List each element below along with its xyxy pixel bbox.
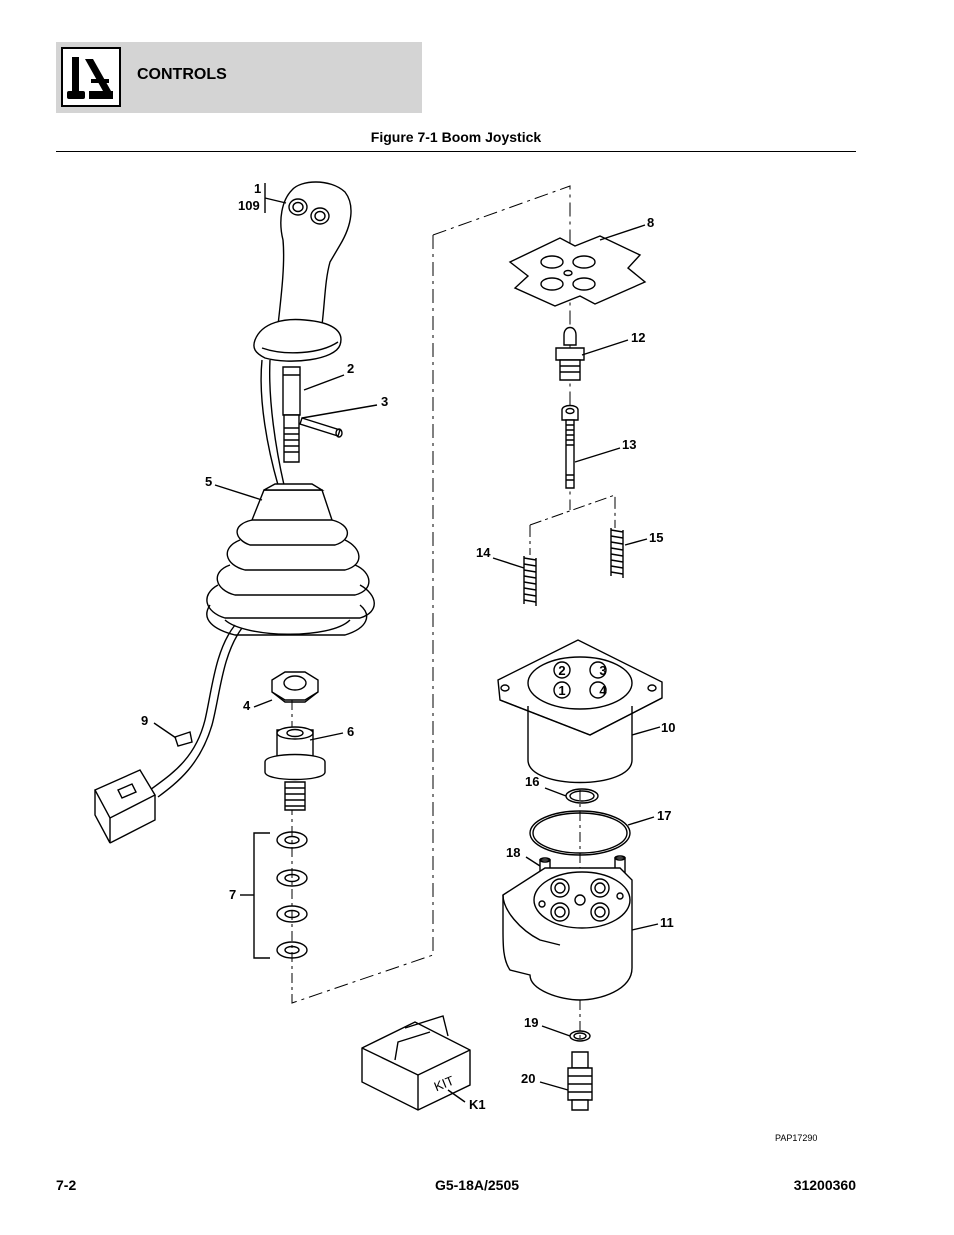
callout-9: 9 xyxy=(141,713,148,728)
callout-19: 19 xyxy=(524,1015,538,1030)
callout-12: 12 xyxy=(631,330,645,345)
joystick-control-icon xyxy=(61,47,121,107)
kit-box-label: KIT xyxy=(432,1073,456,1095)
port-number-3: 3 xyxy=(599,663,606,678)
callout-5: 5 xyxy=(205,474,212,489)
callout-k1: K1 xyxy=(469,1097,486,1112)
callout-18: 18 xyxy=(506,845,520,860)
callout-13: 13 xyxy=(622,437,636,452)
callout-11: 11 xyxy=(660,915,674,930)
title-divider xyxy=(56,151,856,152)
callout-6: 6 xyxy=(347,724,354,739)
port-number-1: 1 xyxy=(558,683,565,698)
callout-2: 2 xyxy=(347,361,354,376)
callout-109: 109 xyxy=(238,198,260,213)
callout-3: 3 xyxy=(381,394,388,409)
model-number: G5-18A/2505 xyxy=(434,1177,520,1193)
drawing-code: PAP17290 xyxy=(775,1133,817,1143)
callout-4: 4 xyxy=(243,698,251,713)
callout-8: 8 xyxy=(647,215,654,230)
port-number-2: 2 xyxy=(558,663,565,678)
port-number-4: 4 xyxy=(599,683,607,698)
callout-16: 16 xyxy=(525,774,539,789)
callout-7: 7 xyxy=(229,887,236,902)
callout-1: 1 xyxy=(254,181,261,196)
callout-10: 10 xyxy=(661,720,675,735)
callout-15: 15 xyxy=(649,530,663,545)
section-title: CONTROLS xyxy=(137,66,227,83)
callout-14: 14 xyxy=(476,545,491,560)
callout-20: 20 xyxy=(521,1071,535,1086)
document-number: 31200360 xyxy=(793,1177,856,1193)
figure-title: Figure 7-1 Boom Joystick xyxy=(370,129,542,145)
callout-17: 17 xyxy=(657,808,671,823)
page-number: 7-2 xyxy=(56,1177,77,1193)
